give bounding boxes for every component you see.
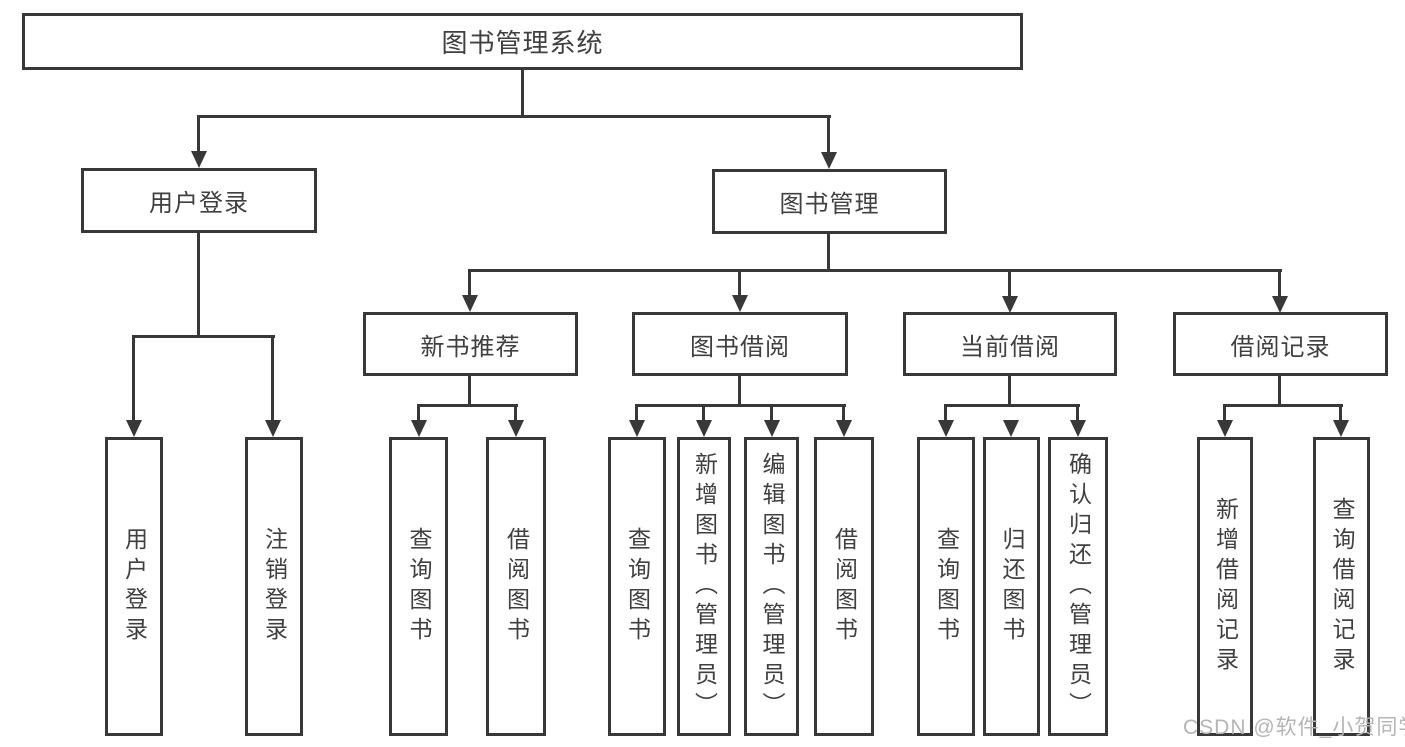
connector <box>842 404 845 423</box>
connector <box>827 115 830 156</box>
connector <box>1223 404 1343 407</box>
connector <box>1339 404 1342 423</box>
leaf-confirm-return-admin: 确认归还（管理员） <box>1048 437 1108 736</box>
connector <box>132 335 135 423</box>
arrowhead <box>732 295 748 312</box>
arrowhead <box>411 420 427 437</box>
arrowhead <box>1002 296 1018 313</box>
arrowhead <box>836 420 852 437</box>
connector <box>1008 269 1011 298</box>
connector <box>468 269 1282 272</box>
connector <box>635 404 846 407</box>
leaf-borrow-books-1: 借阅图书 <box>486 437 546 736</box>
connector <box>944 404 1080 407</box>
arrowhead <box>1003 420 1019 437</box>
connector <box>197 115 831 118</box>
leaf-edit-books-admin: 编辑图书（管理员） <box>744 437 799 736</box>
node-user-login: 用户登录 <box>81 168 317 233</box>
leaf-return-books: 归还图书 <box>983 437 1040 736</box>
arrowhead <box>696 420 712 437</box>
node-root: 图书管理系统 <box>22 13 1023 70</box>
connector <box>417 404 420 423</box>
connector <box>417 404 518 407</box>
connector <box>1278 269 1281 298</box>
connector <box>1278 376 1281 407</box>
csdn-watermark: CSDN @软件_小贺同学 <box>1183 716 1405 739</box>
arrowhead <box>764 420 780 437</box>
connector <box>702 404 705 423</box>
connector <box>468 269 471 298</box>
arrowhead <box>508 420 524 437</box>
connector <box>944 404 947 423</box>
arrowhead <box>1333 420 1349 437</box>
connector <box>738 376 741 407</box>
leaf-query-books-1: 查询图书 <box>389 437 448 736</box>
connector <box>521 69 524 118</box>
connector <box>770 404 773 423</box>
connector <box>738 269 741 298</box>
connector <box>827 234 830 272</box>
node-borrow-records: 借阅记录 <box>1173 312 1388 376</box>
arrowhead <box>265 420 281 437</box>
connector <box>197 115 200 155</box>
leaf-add-borrow-record: 新增借阅记录 <box>1197 437 1253 736</box>
node-book-borrow: 图书借阅 <box>632 312 848 376</box>
arrowhead <box>462 295 478 312</box>
leaf-logout: 注销登录 <box>245 437 303 736</box>
connector <box>514 404 517 423</box>
arrowhead <box>191 151 207 168</box>
node-new-book-recommend: 新书推荐 <box>363 312 578 376</box>
connector <box>468 376 471 407</box>
leaf-query-books-3: 查询图书 <box>917 437 975 736</box>
node-current-borrow: 当前借阅 <box>903 312 1117 376</box>
connector <box>635 404 638 423</box>
arrowhead <box>1217 420 1233 437</box>
connector <box>132 335 275 338</box>
arrowhead <box>821 152 837 169</box>
leaf-user-login: 用户登录 <box>105 437 163 736</box>
connector <box>1223 404 1226 423</box>
arrowhead <box>629 420 645 437</box>
connector <box>271 335 274 423</box>
connector <box>197 232 200 338</box>
node-book-management: 图书管理 <box>712 169 947 234</box>
arrowhead <box>126 420 142 437</box>
arrowhead <box>1272 296 1288 313</box>
connector <box>1076 404 1079 423</box>
arrowhead <box>1070 420 1086 437</box>
leaf-borrow-books-2: 借阅图书 <box>814 437 874 736</box>
leaf-add-books-admin: 新增图书（管理员） <box>677 437 731 736</box>
leaf-query-borrow-record: 查询借阅记录 <box>1313 437 1370 736</box>
connector <box>1008 376 1011 407</box>
leaf-query-books-2: 查询图书 <box>608 437 666 736</box>
arrowhead <box>938 420 954 437</box>
